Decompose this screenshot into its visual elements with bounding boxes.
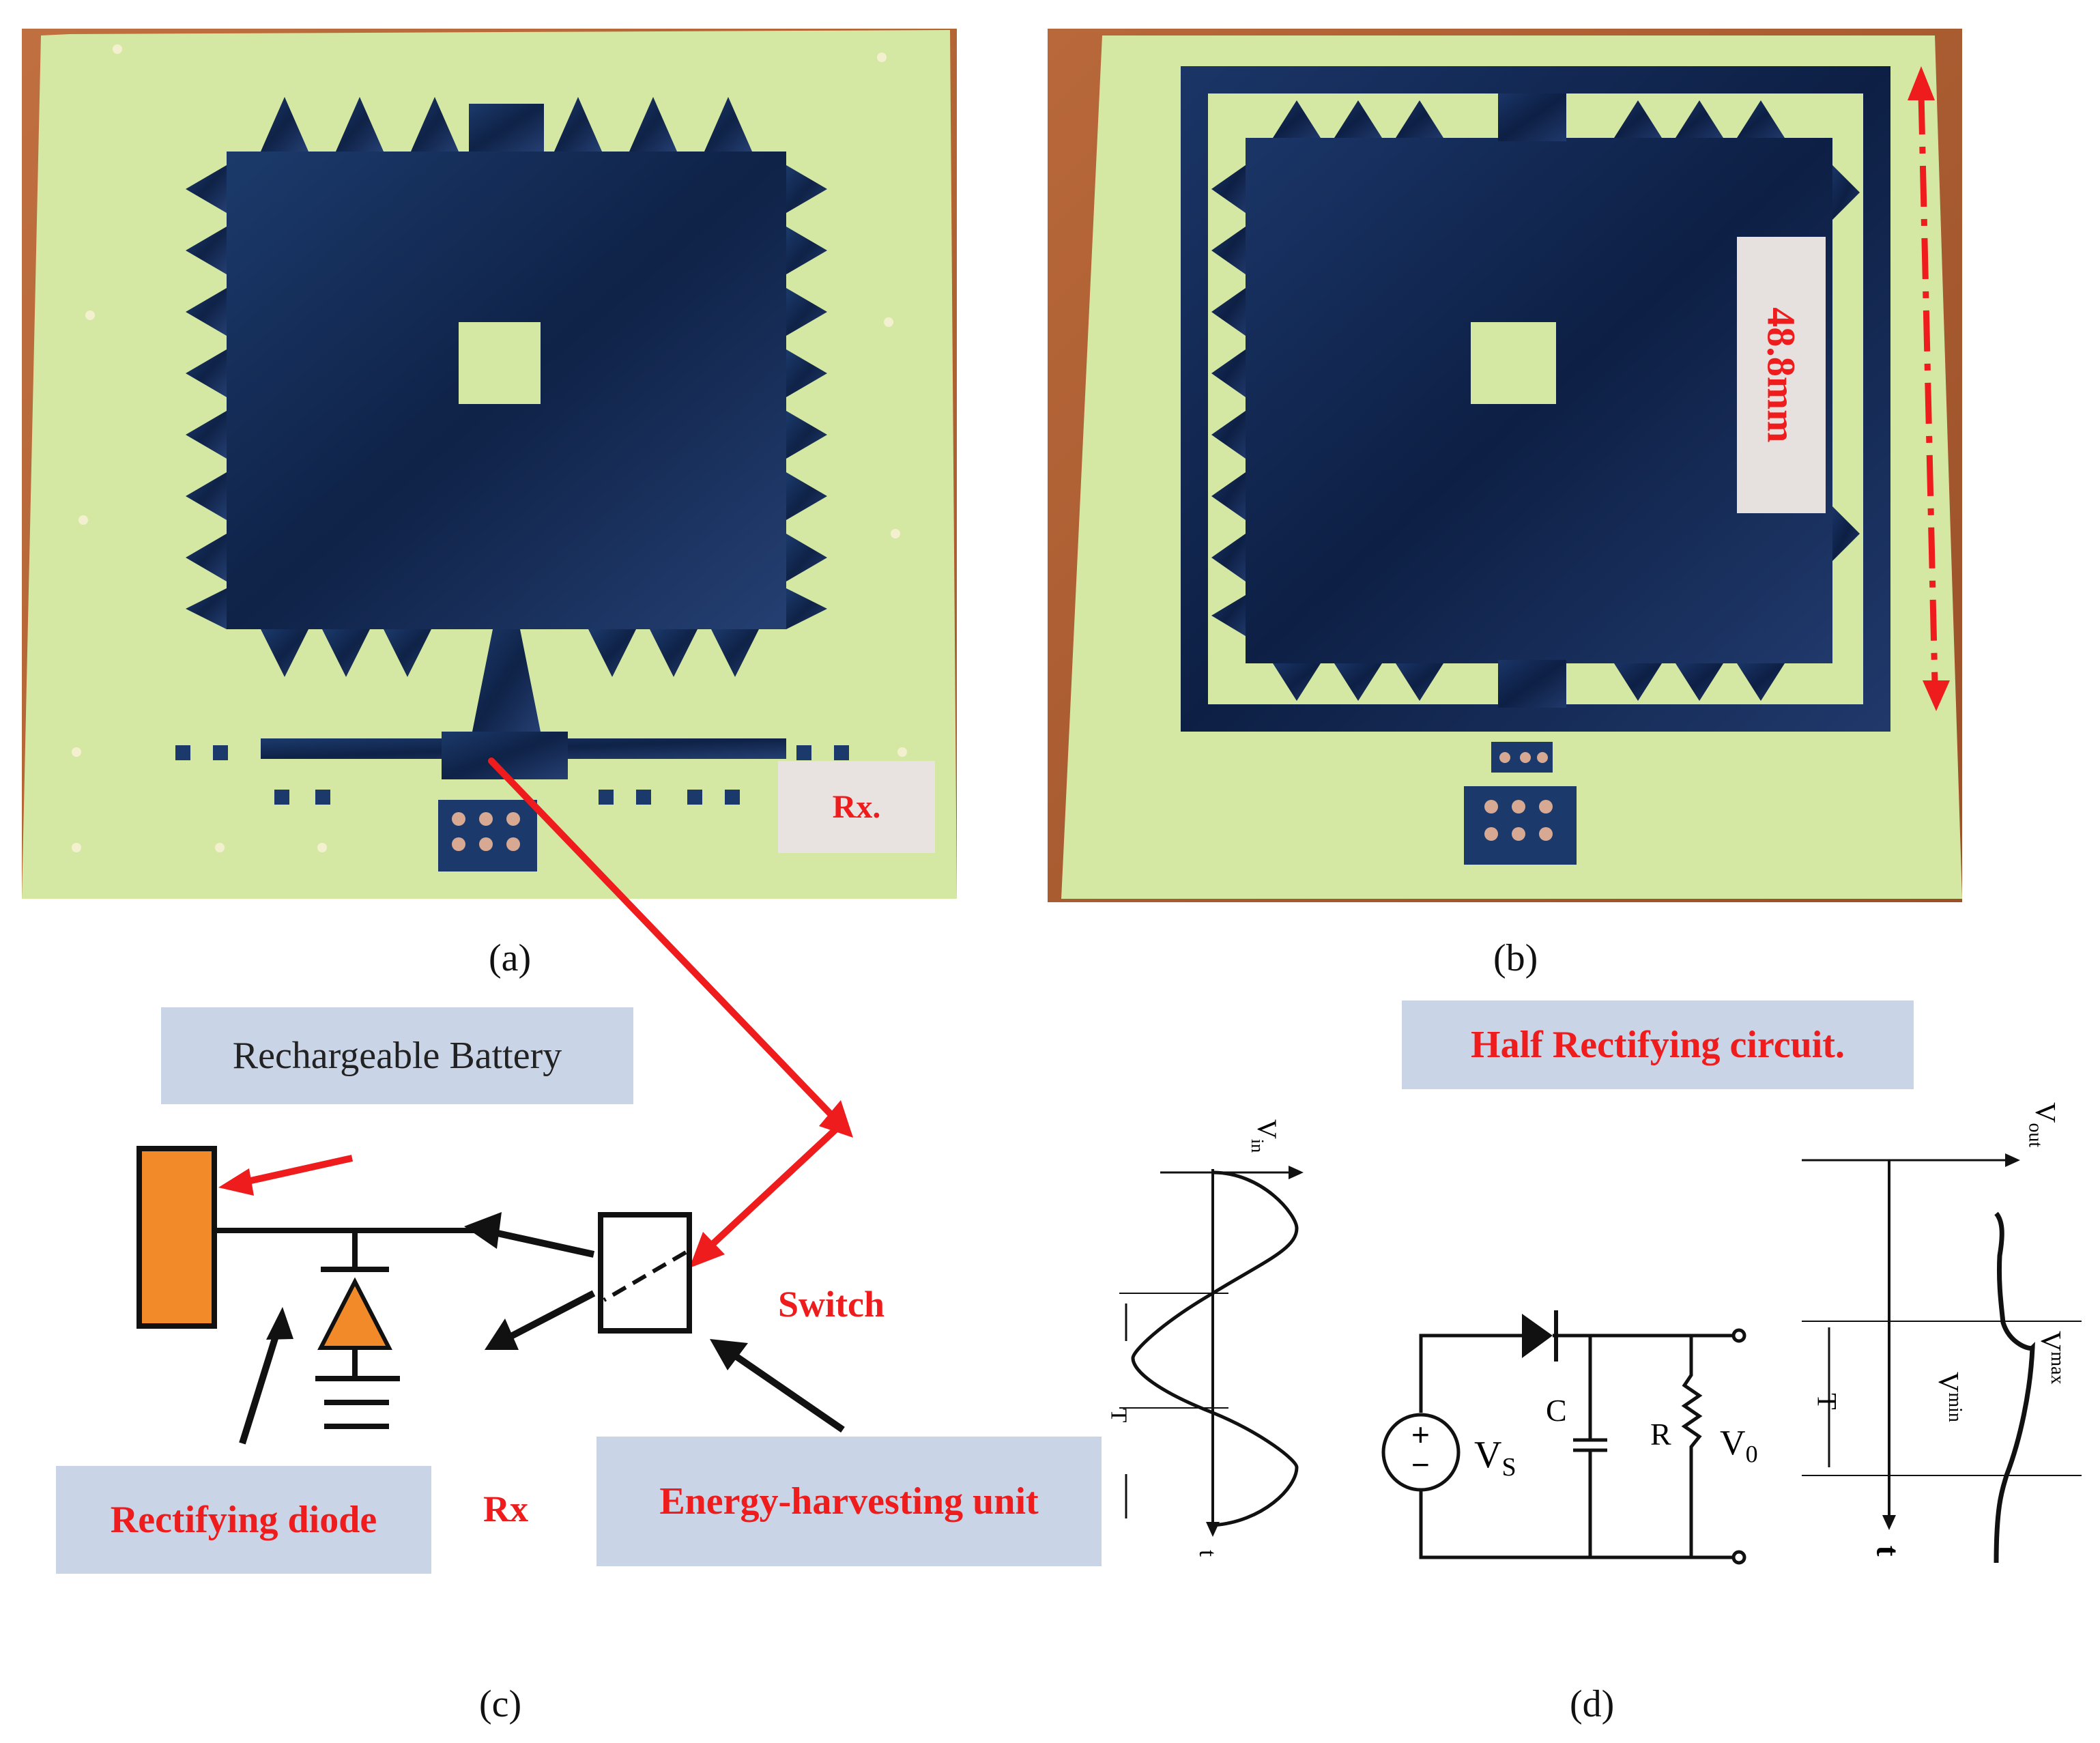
- switch-dashed-line: [603, 1250, 687, 1302]
- vout-t-label: t: [1869, 1545, 1906, 1557]
- dimension-label-box: 48.8mm: [1737, 237, 1826, 513]
- dimension-arrowhead-bottom: [1923, 680, 1950, 711]
- half-rectifying-label-box: Half Rectifying circuit.: [1402, 1000, 1914, 1089]
- battery-pointer-arrow: [234, 1155, 354, 1187]
- caption-d: (d): [1570, 1683, 1615, 1725]
- arrowhead-bus: [464, 1212, 502, 1249]
- arrowhead-lower: [485, 1319, 519, 1350]
- rx-text: Rx: [483, 1488, 528, 1529]
- battery-pointer-arrowhead: [218, 1168, 254, 1196]
- caption-c: (c): [479, 1683, 522, 1725]
- dimension-label: 48.8mm: [1759, 307, 1804, 443]
- vs-label: VS: [1474, 1434, 1516, 1482]
- battery-label-box: Rechargeable Battery: [161, 1007, 633, 1104]
- switch-label: Switch: [778, 1284, 885, 1325]
- energy-harvesting-label: Energy-harvesting unit: [659, 1480, 1039, 1523]
- caption-a: (a): [489, 937, 532, 979]
- dimension-arrow: [1918, 93, 1938, 685]
- energy-harvesting-label-box: Energy-harvesting unit: [596, 1437, 1102, 1566]
- vo-label: V0: [1720, 1424, 1758, 1468]
- vmin-label: Vmin: [1932, 1372, 1966, 1422]
- rx-label: Rx.: [832, 789, 881, 825]
- rectifying-diode-label: Rectifying diode: [110, 1499, 377, 1541]
- battery-label: Rechargeable Battery: [232, 1035, 562, 1077]
- mounting-holes: [72, 44, 907, 852]
- photo-antenna-back: 48.8mm: [1048, 29, 1962, 902]
- diode-icon: [317, 1277, 392, 1350]
- rectifier-circuit: [1381, 1328, 1746, 1565]
- pcb-front-illustration: [22, 29, 957, 899]
- battery-icon: [136, 1146, 217, 1329]
- patch-slot: [1471, 322, 1556, 404]
- arrowhead-harvesting: [710, 1339, 748, 1370]
- dimension-arrowhead-top: [1908, 66, 1935, 100]
- vout-period-label: T: [1811, 1393, 1843, 1410]
- rx-label-box: Rx.: [778, 761, 935, 853]
- vin-period-label: T: [1106, 1408, 1132, 1423]
- source-plus-minus: +−: [1411, 1417, 1430, 1482]
- red-arrowhead-mid: [819, 1100, 853, 1138]
- connector-pins: [1484, 752, 1553, 841]
- switch-icon: [598, 1212, 692, 1334]
- vout-axis-label: Vout: [2024, 1102, 2060, 1148]
- photo-antenna-front: Rx.: [22, 29, 957, 899]
- patch-slot: [459, 322, 541, 404]
- black-arrows: [239, 1228, 845, 1445]
- input-waveform: [1119, 1166, 1304, 1537]
- arrowhead-diode: [266, 1307, 293, 1340]
- capacitor-label: C: [1546, 1393, 1567, 1428]
- caption-b: (b): [1493, 937, 1538, 979]
- rectifying-diode-label-box: Rectifying diode: [56, 1466, 431, 1574]
- half-rectifying-label: Half Rectifying circuit.: [1471, 1024, 1845, 1066]
- vin-t-label: t: [1194, 1549, 1222, 1557]
- vin-axis-label: Vin: [1248, 1119, 1282, 1153]
- diode-symbol-icon: [1522, 1314, 1553, 1358]
- red-arrowhead-switch: [689, 1232, 725, 1268]
- vmax-label: Vmax: [2034, 1331, 2068, 1385]
- resistor-label: R: [1650, 1417, 1671, 1452]
